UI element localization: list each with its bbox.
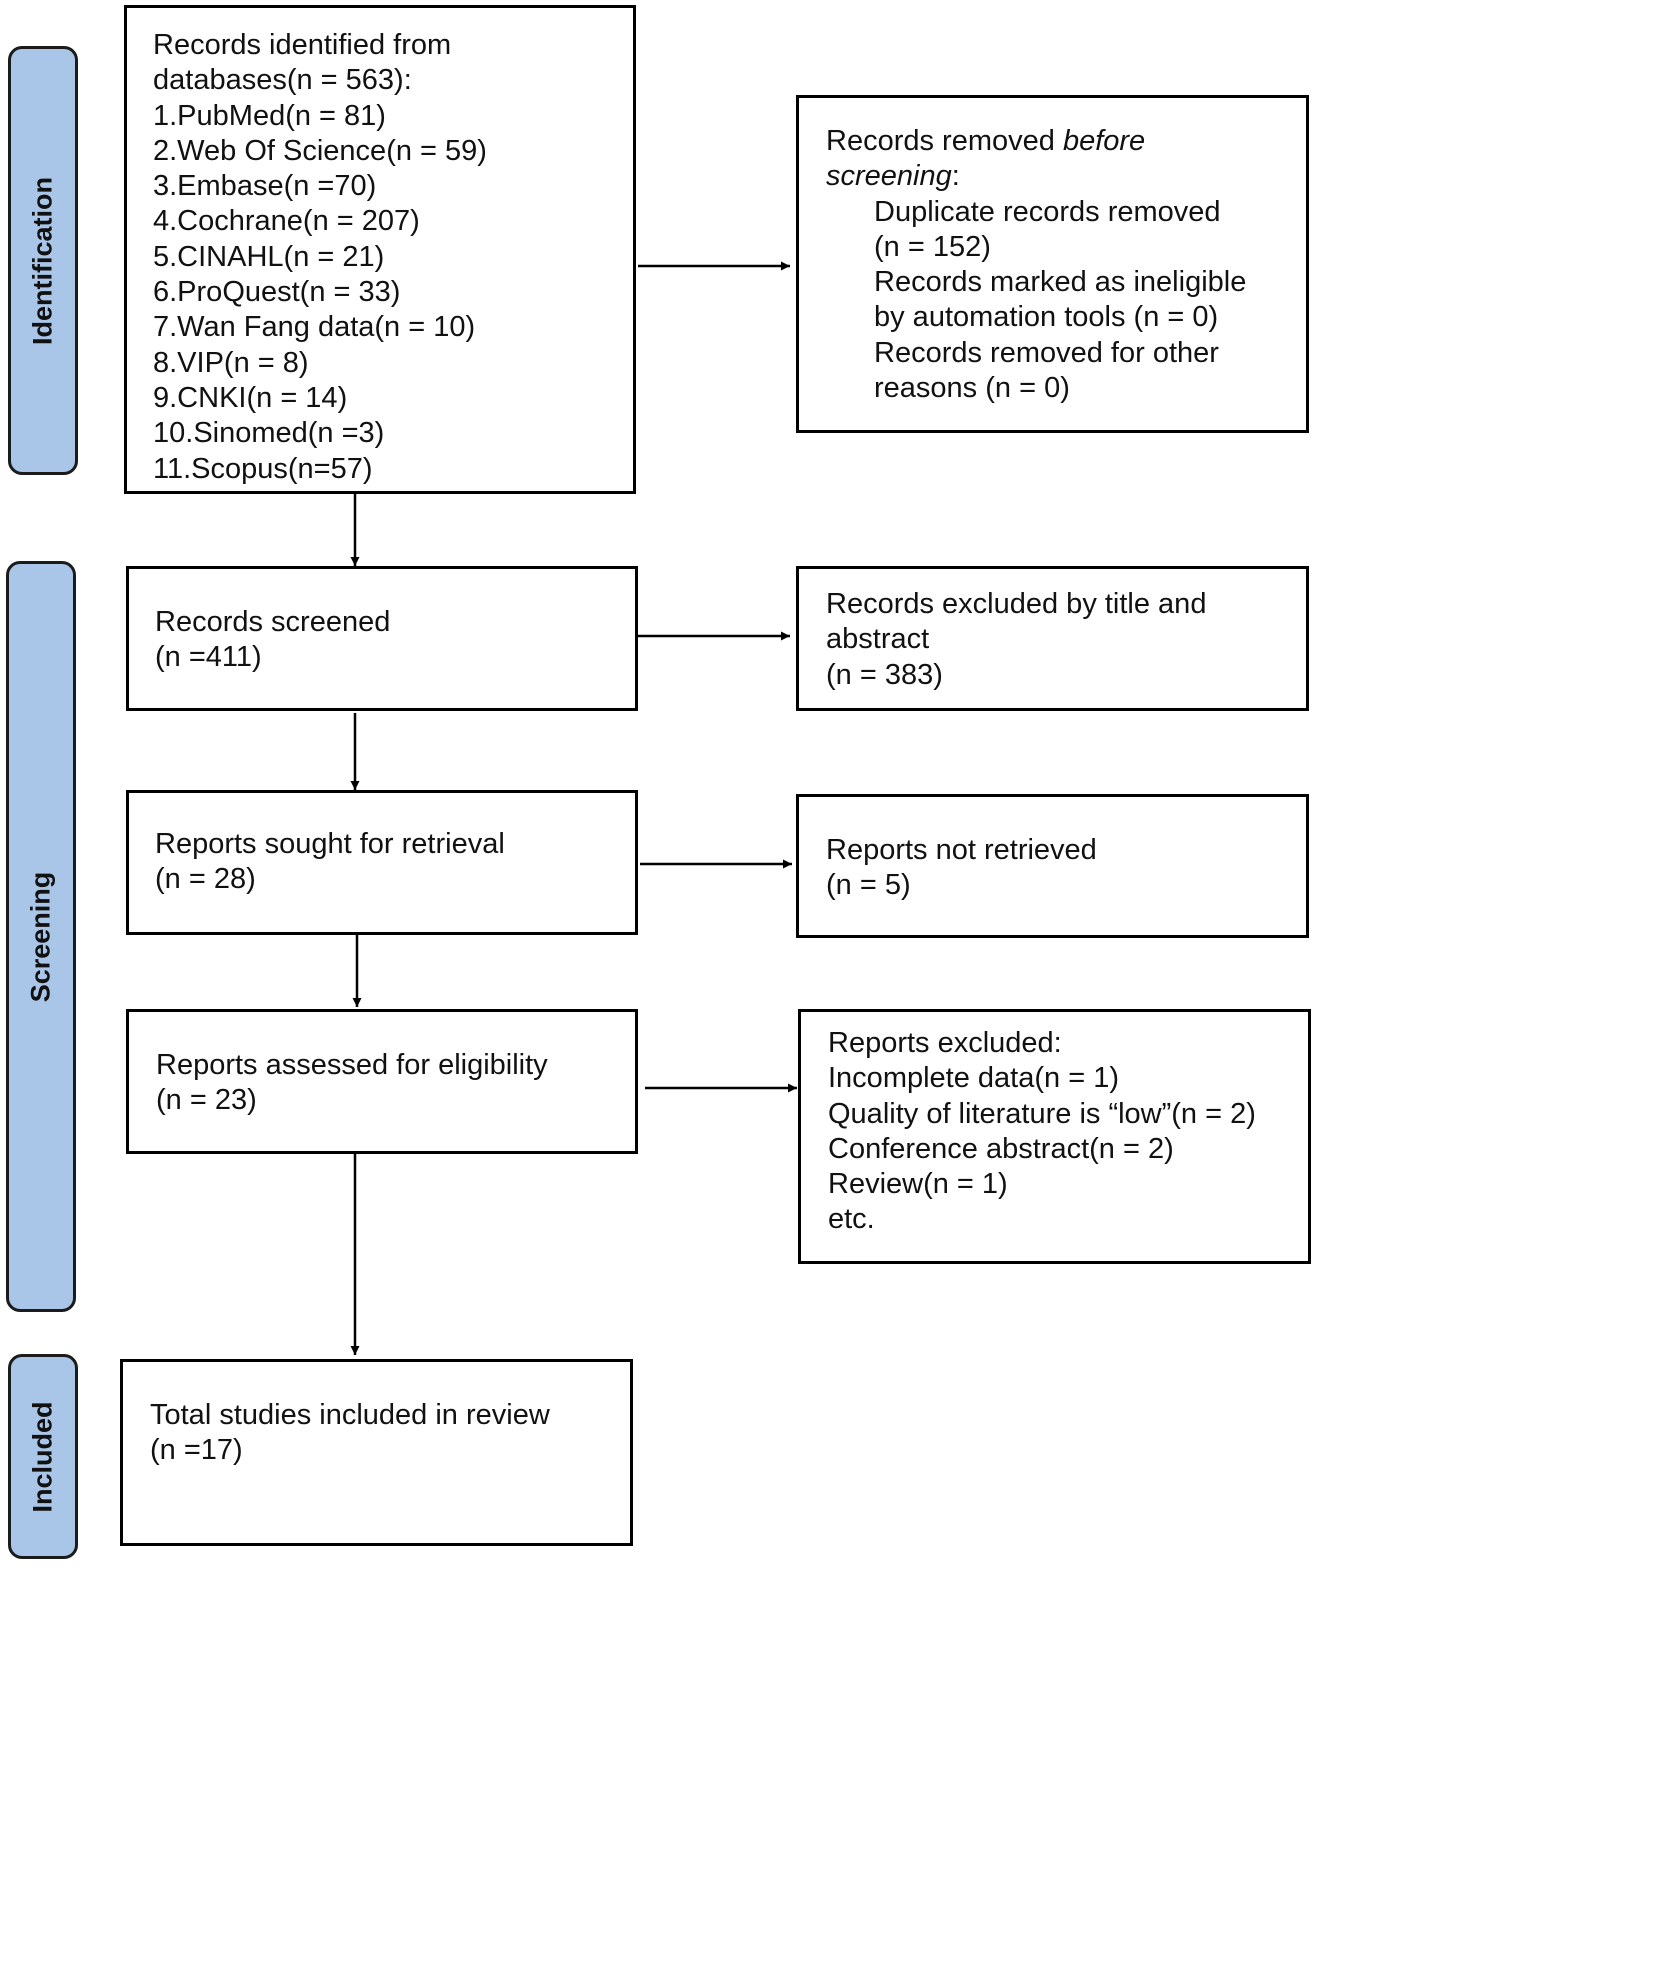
database-item: 9.CNKI(n = 14): [153, 381, 348, 414]
reports-excluded-heading: Reports excluded:: [828, 1027, 1062, 1059]
exclusion-reason: etc.: [828, 1203, 875, 1236]
database-item: 2.Web Of Science(n = 59): [153, 134, 487, 167]
reports-excluded-box: Reports excluded: Incomplete data(n = 1)…: [798, 1009, 1311, 1264]
stage-included-label: Included: [27, 1400, 58, 1513]
reports-not-retrieved-box: Reports not retrieved (n = 5): [796, 794, 1309, 938]
records-removed-heading-italic: before: [1062, 125, 1146, 157]
reports-sought-box: Reports sought for retrieval (n = 28): [126, 790, 638, 935]
studies-included-box: Total studies included in review (n =17): [120, 1359, 633, 1546]
reports-sought-count: (n = 28): [155, 863, 256, 896]
reports-sought-label: Reports sought for retrieval: [155, 828, 505, 860]
records-excluded-count: (n = 383): [826, 658, 943, 691]
records-identified-box: Records identified from databases(n = 56…: [124, 5, 636, 494]
database-item: 4.Cochrane(n = 207): [153, 205, 420, 238]
database-item: 5.CINAHL(n = 21): [153, 240, 385, 273]
records-removed-heading-cont: screening:: [826, 159, 1306, 194]
removal-reason-line: Records marked as ineligible: [874, 266, 1247, 299]
records-identified-heading: Records identified from: [153, 29, 452, 61]
records-removed-heading-suffix: :: [951, 160, 960, 193]
reports-assessed-box: Reports assessed for eligibility (n = 23…: [126, 1009, 638, 1154]
records-removed-heading: Records removed before: [826, 124, 1306, 159]
records-excluded-line: abstract: [826, 623, 930, 656]
stage-identification: Identification: [8, 46, 78, 475]
stage-included: Included: [8, 1354, 78, 1559]
database-item: 10.Sinomed(n =3): [153, 417, 385, 450]
exclusion-reason: Conference abstract(n = 2): [828, 1132, 1174, 1165]
database-item: 3.Embase(n =70): [153, 170, 377, 203]
reports-assessed-label: Reports assessed for eligibility: [156, 1049, 548, 1081]
records-screened-count: (n =411): [155, 641, 262, 674]
records-screened-box: Records screened (n =411): [126, 566, 638, 711]
records-removed-box: Records removed before screening: Duplic…: [796, 95, 1309, 433]
studies-included-label: Total studies included in review: [150, 1399, 550, 1431]
records-screened-label: Records screened: [155, 606, 391, 638]
removal-reason-line: (n = 152): [874, 230, 991, 263]
exclusion-reason: Incomplete data(n = 1): [828, 1062, 1119, 1095]
database-item: 6.ProQuest(n = 33): [153, 276, 401, 309]
database-item: 7.Wan Fang data(n = 10): [153, 311, 476, 344]
exclusion-reason: Review(n = 1): [828, 1168, 1008, 1201]
removal-reason-line: by automation tools (n = 0): [874, 301, 1219, 334]
stage-identification-label: Identification: [27, 176, 58, 345]
database-item: 8.VIP(n = 8): [153, 346, 309, 379]
stage-screening: Screening: [6, 561, 76, 1312]
reports-assessed-count: (n = 23): [156, 1084, 257, 1117]
exclusion-reason: Quality of literature is “low”(n = 2): [828, 1097, 1256, 1130]
database-item: 1.PubMed(n = 81): [153, 99, 386, 132]
records-removed-heading-prefix: Records removed: [826, 125, 1063, 157]
records-excluded-line: Records excluded by title and: [826, 588, 1207, 620]
reports-not-retrieved-count: (n = 5): [826, 869, 911, 902]
removal-reason-line: Records removed for other: [874, 336, 1219, 369]
removal-reason-line: Duplicate records removed: [874, 195, 1221, 228]
reports-not-retrieved-label: Reports not retrieved: [826, 834, 1097, 866]
stage-screening-label: Screening: [25, 871, 56, 1002]
studies-included-count: (n =17): [150, 1434, 243, 1467]
database-item: 11.Scopus(n=57): [153, 452, 373, 485]
records-removed-heading-italic-2: screening: [826, 160, 952, 193]
flow-arrows: [350, 261, 797, 1355]
removal-reason-line: reasons (n = 0): [874, 372, 1070, 405]
records-excluded-box: Records excluded by title and abstract (…: [796, 566, 1309, 711]
records-identified-total: databases(n = 563):: [153, 64, 412, 97]
